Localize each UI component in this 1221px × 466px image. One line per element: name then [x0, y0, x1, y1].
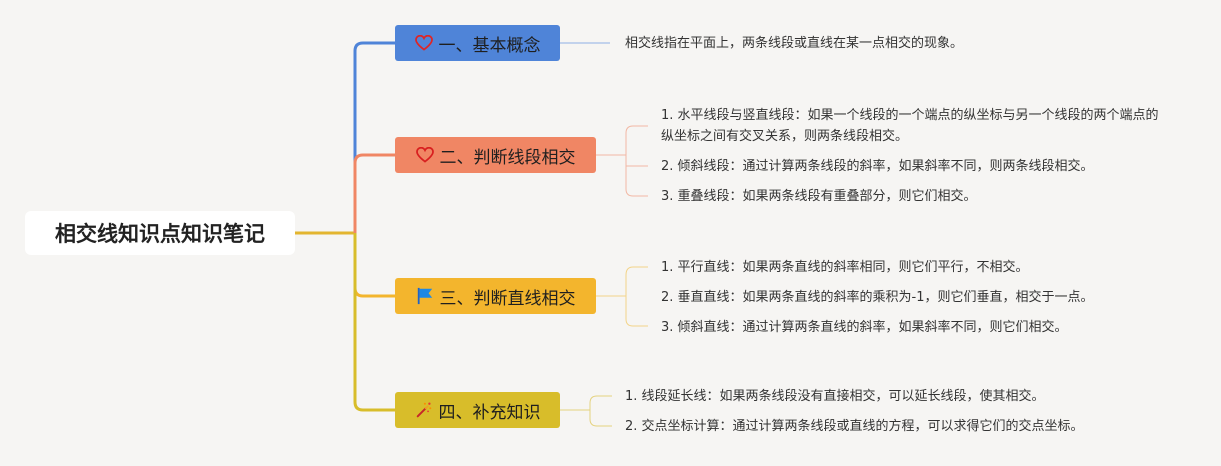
branch-3-connector [353, 233, 395, 298]
branch-label: 三、判断直线相交 [439, 288, 576, 309]
branch-extra-knowledge[interactable]: 四、补充知识 [395, 392, 560, 428]
leaf-connector [625, 125, 648, 134]
branch-2-connector [353, 153, 395, 233]
root-title: 相交线知识点知识笔记 [55, 222, 265, 246]
branch-1-connector [353, 41, 395, 233]
heart-icon [414, 35, 433, 51]
branch-label: 四、补充知识 [438, 402, 541, 423]
leaf-connector [625, 133, 648, 197]
leaf-item: 1. 水平线段与竖直线段：如果一个线段的一个端点的纵坐标与另一个线段的两个端点的… [661, 108, 1159, 144]
branch-label: 一、基本概念 [438, 35, 541, 56]
leaf-item: 2. 倾斜线段：通过计算两条线段的斜率，如果斜率不同，则两条线段相交。 [661, 159, 1094, 174]
leaf-connector [589, 403, 612, 427]
leaf-item: 2. 交点坐标计算：通过计算两条线段或直线的方程，可以求得它们的交点坐标。 [625, 419, 1084, 434]
sparkle-icon [415, 401, 433, 419]
leaf-item: 3. 重叠线段：如果两条线段有重叠部分，则它们相交。 [661, 189, 977, 204]
leaf-item: 相交线指在平面上，两条线段或直线在某一点相交的现象。 [625, 36, 964, 51]
branch-4-connector [353, 233, 395, 412]
leaf-item: 2. 垂直直线：如果两条直线的斜率的乘积为-1，则它们垂直，相交于一点。 [661, 290, 1094, 305]
leaf-item: 1. 线段延长线：如果两条线段没有直接相交，可以延长线段，使其相交。 [625, 389, 1045, 404]
root-node[interactable]: 相交线知识点知识笔记 [25, 211, 295, 255]
leaf-item: 3. 倾斜直线：通过计算两条直线的斜率，如果斜率不同，则它们相交。 [661, 320, 1068, 335]
leaf-connector [625, 275, 648, 327]
branch-label: 二、判断线段相交 [439, 147, 576, 168]
flag-icon [416, 287, 434, 305]
heart-icon [415, 147, 434, 163]
branch-line-intersection[interactable]: 三、判断直线相交 [395, 278, 596, 314]
branch-basic-concept[interactable]: 一、基本概念 [395, 25, 560, 61]
leaf-connector [625, 266, 648, 276]
leaf-item: 1. 平行直线：如果两条直线的斜率相同，则它们平行，不相交。 [661, 260, 1029, 275]
leaf-connector [589, 395, 612, 404]
branch-segment-intersection[interactable]: 二、判断线段相交 [395, 137, 596, 173]
